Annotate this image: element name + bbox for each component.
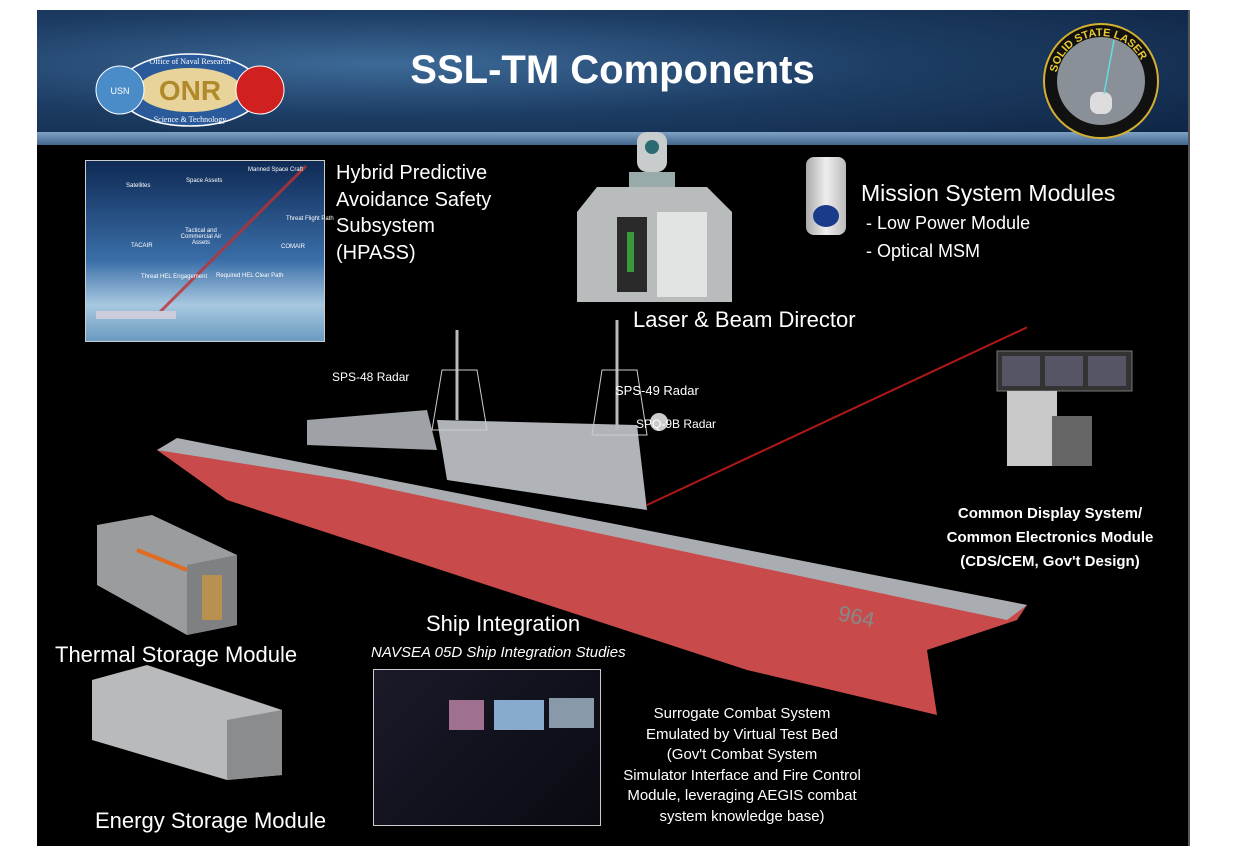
- energy-storage-module-image: [92, 665, 282, 780]
- laser-path: [96, 164, 308, 319]
- cds-line: Common Display System/: [957, 505, 1143, 522]
- surrogate-line: Emulated by Virtual Test Bed: [645, 725, 839, 743]
- header-band: [37, 132, 1188, 145]
- msm-title: Mission System Modules: [861, 180, 1116, 206]
- slide-title: SSL-TM Components: [410, 48, 815, 92]
- surrogate-line: Module, leveraging AEGIS combat: [627, 787, 857, 804]
- energy-storage-label: Energy Storage Module: [95, 808, 327, 833]
- inset-label: TACAIR: [131, 243, 153, 249]
- msm-item: - Optical MSM: [866, 241, 981, 261]
- inset-label: Satellites: [126, 183, 151, 189]
- radar-label-sps48: SPS-48 Radar: [332, 370, 410, 384]
- inset-label: Threat HEL Engagement: [141, 274, 208, 280]
- ship-image: 964: [157, 320, 1027, 715]
- surrogate-line: (Gov't Combat System: [666, 746, 818, 763]
- onr-top-text: Office of Naval Research: [149, 57, 230, 66]
- cds-label: Common Display System/ Common Electronic…: [935, 502, 1165, 574]
- radar-label-sps49: SPS-49 Radar: [615, 383, 699, 398]
- hpass-line: Hybrid Predictive: [336, 162, 488, 184]
- virtual-test-bed-photo: [373, 669, 601, 826]
- laser-beam-director-image: [577, 132, 732, 302]
- header-banner: USN ONR Office of Naval Research Science…: [37, 10, 1188, 145]
- mission-module-image: [806, 157, 846, 235]
- ship-integration-subtitle: NAVSEA 05D Ship Integration Studies: [371, 644, 626, 661]
- hpass-line: (HPASS): [336, 241, 416, 264]
- onr-logo: USN ONR Office of Naval Research Science…: [95, 53, 285, 127]
- msm-item: - Low Power Module: [866, 213, 1031, 233]
- onr-letters: ONR: [159, 75, 221, 106]
- hpass-inset-image: Satellites Space Assets Manned Space Cra…: [85, 160, 334, 342]
- hpass-label: Hybrid Predictive Avoidance Safety Subsy…: [336, 160, 491, 266]
- cds-line: (CDS/CEM, Gov't Design): [960, 553, 1140, 570]
- cds-line: Common Electronics Module: [946, 529, 1154, 546]
- surrogate-line: system knowledge base): [659, 807, 825, 825]
- inset-label: Tactical and Commercial Air Assets: [180, 228, 222, 246]
- hpass-line: Subsystem: [336, 215, 435, 237]
- solid-state-laser-seal: SOLID STATE LASER: [1043, 23, 1159, 139]
- thermal-storage-module-image: [97, 515, 237, 635]
- onr-bottom-text: Science & Technology: [154, 115, 227, 124]
- inset-label: Manned Space Craft: [248, 167, 304, 173]
- usn-seal-text: USN: [110, 86, 129, 96]
- ship-integration-title: Ship Integration: [426, 611, 581, 636]
- hpass-line: Avoidance Safety: [336, 188, 492, 211]
- inset-label: Space Assets: [186, 178, 223, 184]
- slide: USN ONR Office of Naval Research Science…: [37, 10, 1190, 846]
- common-display-system-image: [996, 350, 1133, 466]
- surrogate-line: Simulator Interface and Fire Control: [623, 766, 861, 784]
- laser-beam-director-label: Laser & Beam Director: [633, 307, 856, 332]
- surrogate-line: Surrogate Combat System: [653, 705, 831, 722]
- radar-label-spq9b: SPQ-9B Radar: [636, 417, 717, 431]
- inset-label: COMAIR: [281, 244, 305, 250]
- thermal-storage-label: Thermal Storage Module: [55, 642, 298, 667]
- inset-label: Required HEL Clear Path: [216, 273, 284, 279]
- inset-label: Threat Flight Path: [286, 216, 334, 222]
- surrogate-combat-text: Surrogate Combat System Emulated by Virt…: [592, 704, 892, 827]
